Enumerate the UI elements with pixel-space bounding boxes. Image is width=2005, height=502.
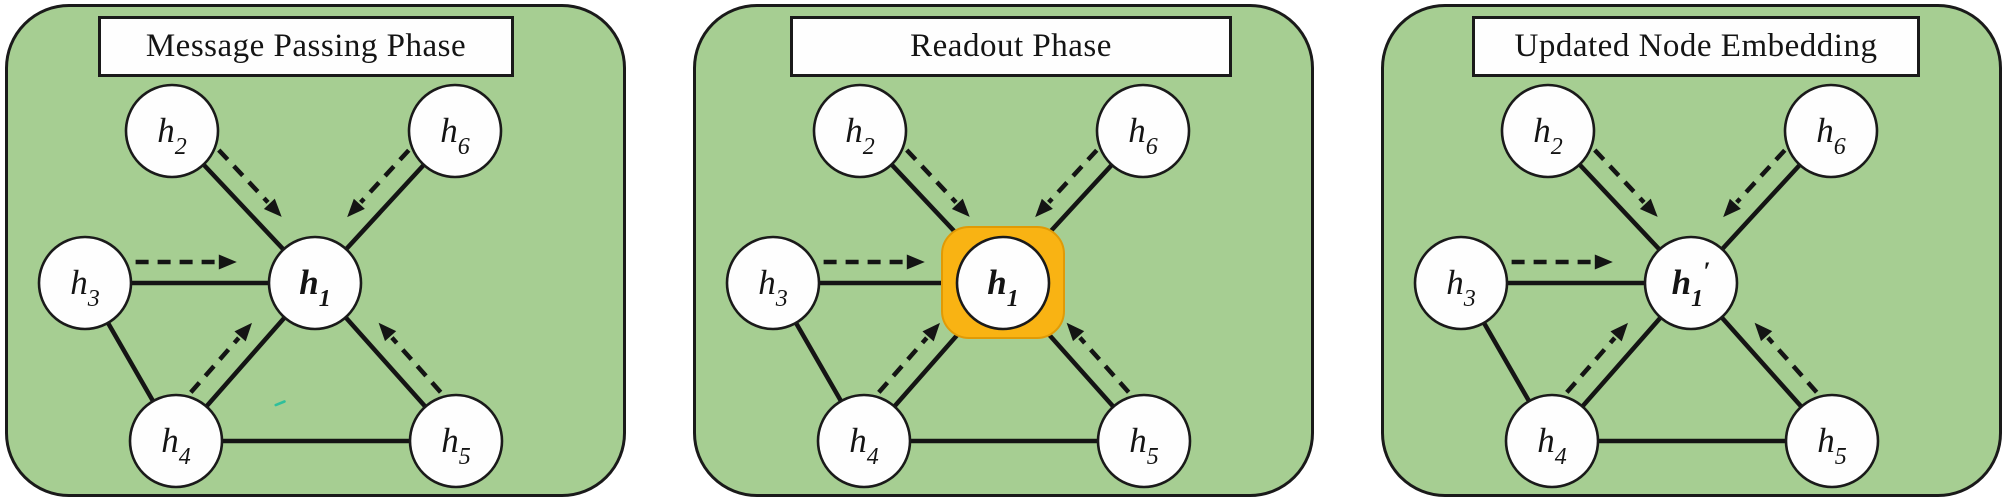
graph-canvas-updated-embedding: h1′ h2 h3 h4 h5 h6 <box>1413 83 1880 489</box>
node-h5 <box>1096 393 1192 489</box>
arrowhead-h4-h1 <box>1610 322 1628 342</box>
node-h4 <box>128 393 224 489</box>
message-arrow-h6-h1 <box>1047 148 1099 204</box>
node-h4 <box>816 393 912 489</box>
node-label-h6: h6 <box>1816 111 1846 160</box>
panel-message-passing-phase: Message Passing Phase h1 h2 h3 h4 h5 h6 <box>5 4 626 497</box>
node-h4 <box>1504 393 1600 489</box>
node-h3 <box>37 235 133 331</box>
message-arrow-h2-h1 <box>217 148 270 204</box>
message-arrow-h5-h1 <box>1078 336 1131 394</box>
graph-canvas-message-passing: h1 h2 h3 h4 h5 h6 <box>37 83 504 489</box>
panel-title-box: Message Passing Phase <box>98 16 514 77</box>
node-label-h1: h1 <box>299 263 330 312</box>
node-h6 <box>1783 83 1879 179</box>
node-label-h1: h1 <box>987 263 1018 312</box>
node-h2 <box>1500 83 1596 179</box>
node-label-h2: h2 <box>157 111 187 160</box>
arrowhead-h4-h1 <box>922 322 940 342</box>
node-label-h6: h6 <box>1128 111 1158 160</box>
node-h6 <box>407 83 503 179</box>
node-label-h5: h5 <box>1129 421 1159 470</box>
message-arrow-h4-h1 <box>189 336 241 394</box>
panel-title: Message Passing Phase <box>145 28 467 64</box>
panel-title: Updated Node Embedding <box>1514 28 1878 64</box>
node-h3 <box>1413 235 1509 331</box>
panel-updated-node-embedding: Updated Node Embedding h1′ h2 h3 h4 h5 h6 <box>1381 4 2002 497</box>
node-h3 <box>725 235 821 331</box>
node-h5 <box>408 393 504 489</box>
arrowhead-h6-h1 <box>1035 198 1053 218</box>
node-label-h5: h5 <box>441 421 471 470</box>
arrowhead-h3-h1 <box>1594 254 1613 270</box>
panel-title-box: Updated Node Embedding <box>1472 16 1920 77</box>
panel-title-box: Readout Phase <box>790 16 1232 77</box>
graph-canvas-readout: h1 h2 h3 h4 h5 h6 <box>725 83 1192 489</box>
node-label-h6: h6 <box>440 111 470 160</box>
node-h2 <box>812 83 908 179</box>
message-arrow-h5-h1 <box>1766 336 1819 394</box>
arrowhead-h4-h1 <box>234 322 252 342</box>
node-label-h3: h3 <box>70 263 100 312</box>
node-h6 <box>1095 83 1191 179</box>
arrowhead-h2-h1 <box>1639 198 1658 217</box>
message-arrow-h2-h1 <box>905 148 958 204</box>
arrowhead-h2-h1 <box>951 198 970 217</box>
arrowhead-h5-h1 <box>378 322 397 342</box>
node-label-h3: h3 <box>1446 263 1476 312</box>
message-arrow-h5-h1 <box>390 336 443 394</box>
arrowhead-h6-h1 <box>347 198 365 218</box>
message-arrow-h4-h1 <box>1565 336 1617 394</box>
node-label-h2: h2 <box>1533 111 1563 160</box>
arrowhead-h6-h1 <box>1723 198 1741 218</box>
node-label-h4: h4 <box>161 421 191 470</box>
node-h1 <box>1643 235 1739 331</box>
arrowhead-h5-h1 <box>1066 322 1085 342</box>
node-h1 <box>267 235 363 331</box>
artifact-mark <box>274 400 286 407</box>
node-h2 <box>124 83 220 179</box>
panel-readout-phase: Readout Phase h1 h2 h3 h4 h5 h6 <box>693 4 1314 497</box>
node-h5 <box>1784 393 1880 489</box>
panel-title: Readout Phase <box>910 28 1112 64</box>
message-arrow-h2-h1 <box>1593 148 1646 204</box>
node-label-h4: h4 <box>849 421 879 470</box>
node-label-h2: h2 <box>845 111 875 160</box>
arrowhead-h3-h1 <box>906 254 925 270</box>
arrowhead-h2-h1 <box>263 198 282 217</box>
node-label-h3: h3 <box>758 263 788 312</box>
message-arrow-h6-h1 <box>1735 148 1787 204</box>
message-arrow-h4-h1 <box>877 336 929 394</box>
arrowhead-h3-h1 <box>218 254 237 270</box>
node-label-h1: h1′ <box>1672 257 1711 312</box>
node-label-h4: h4 <box>1537 421 1567 470</box>
node-label-h5: h5 <box>1817 421 1847 470</box>
node-h1 <box>955 235 1051 331</box>
message-arrow-h6-h1 <box>359 148 411 204</box>
arrowhead-h5-h1 <box>1754 322 1773 342</box>
